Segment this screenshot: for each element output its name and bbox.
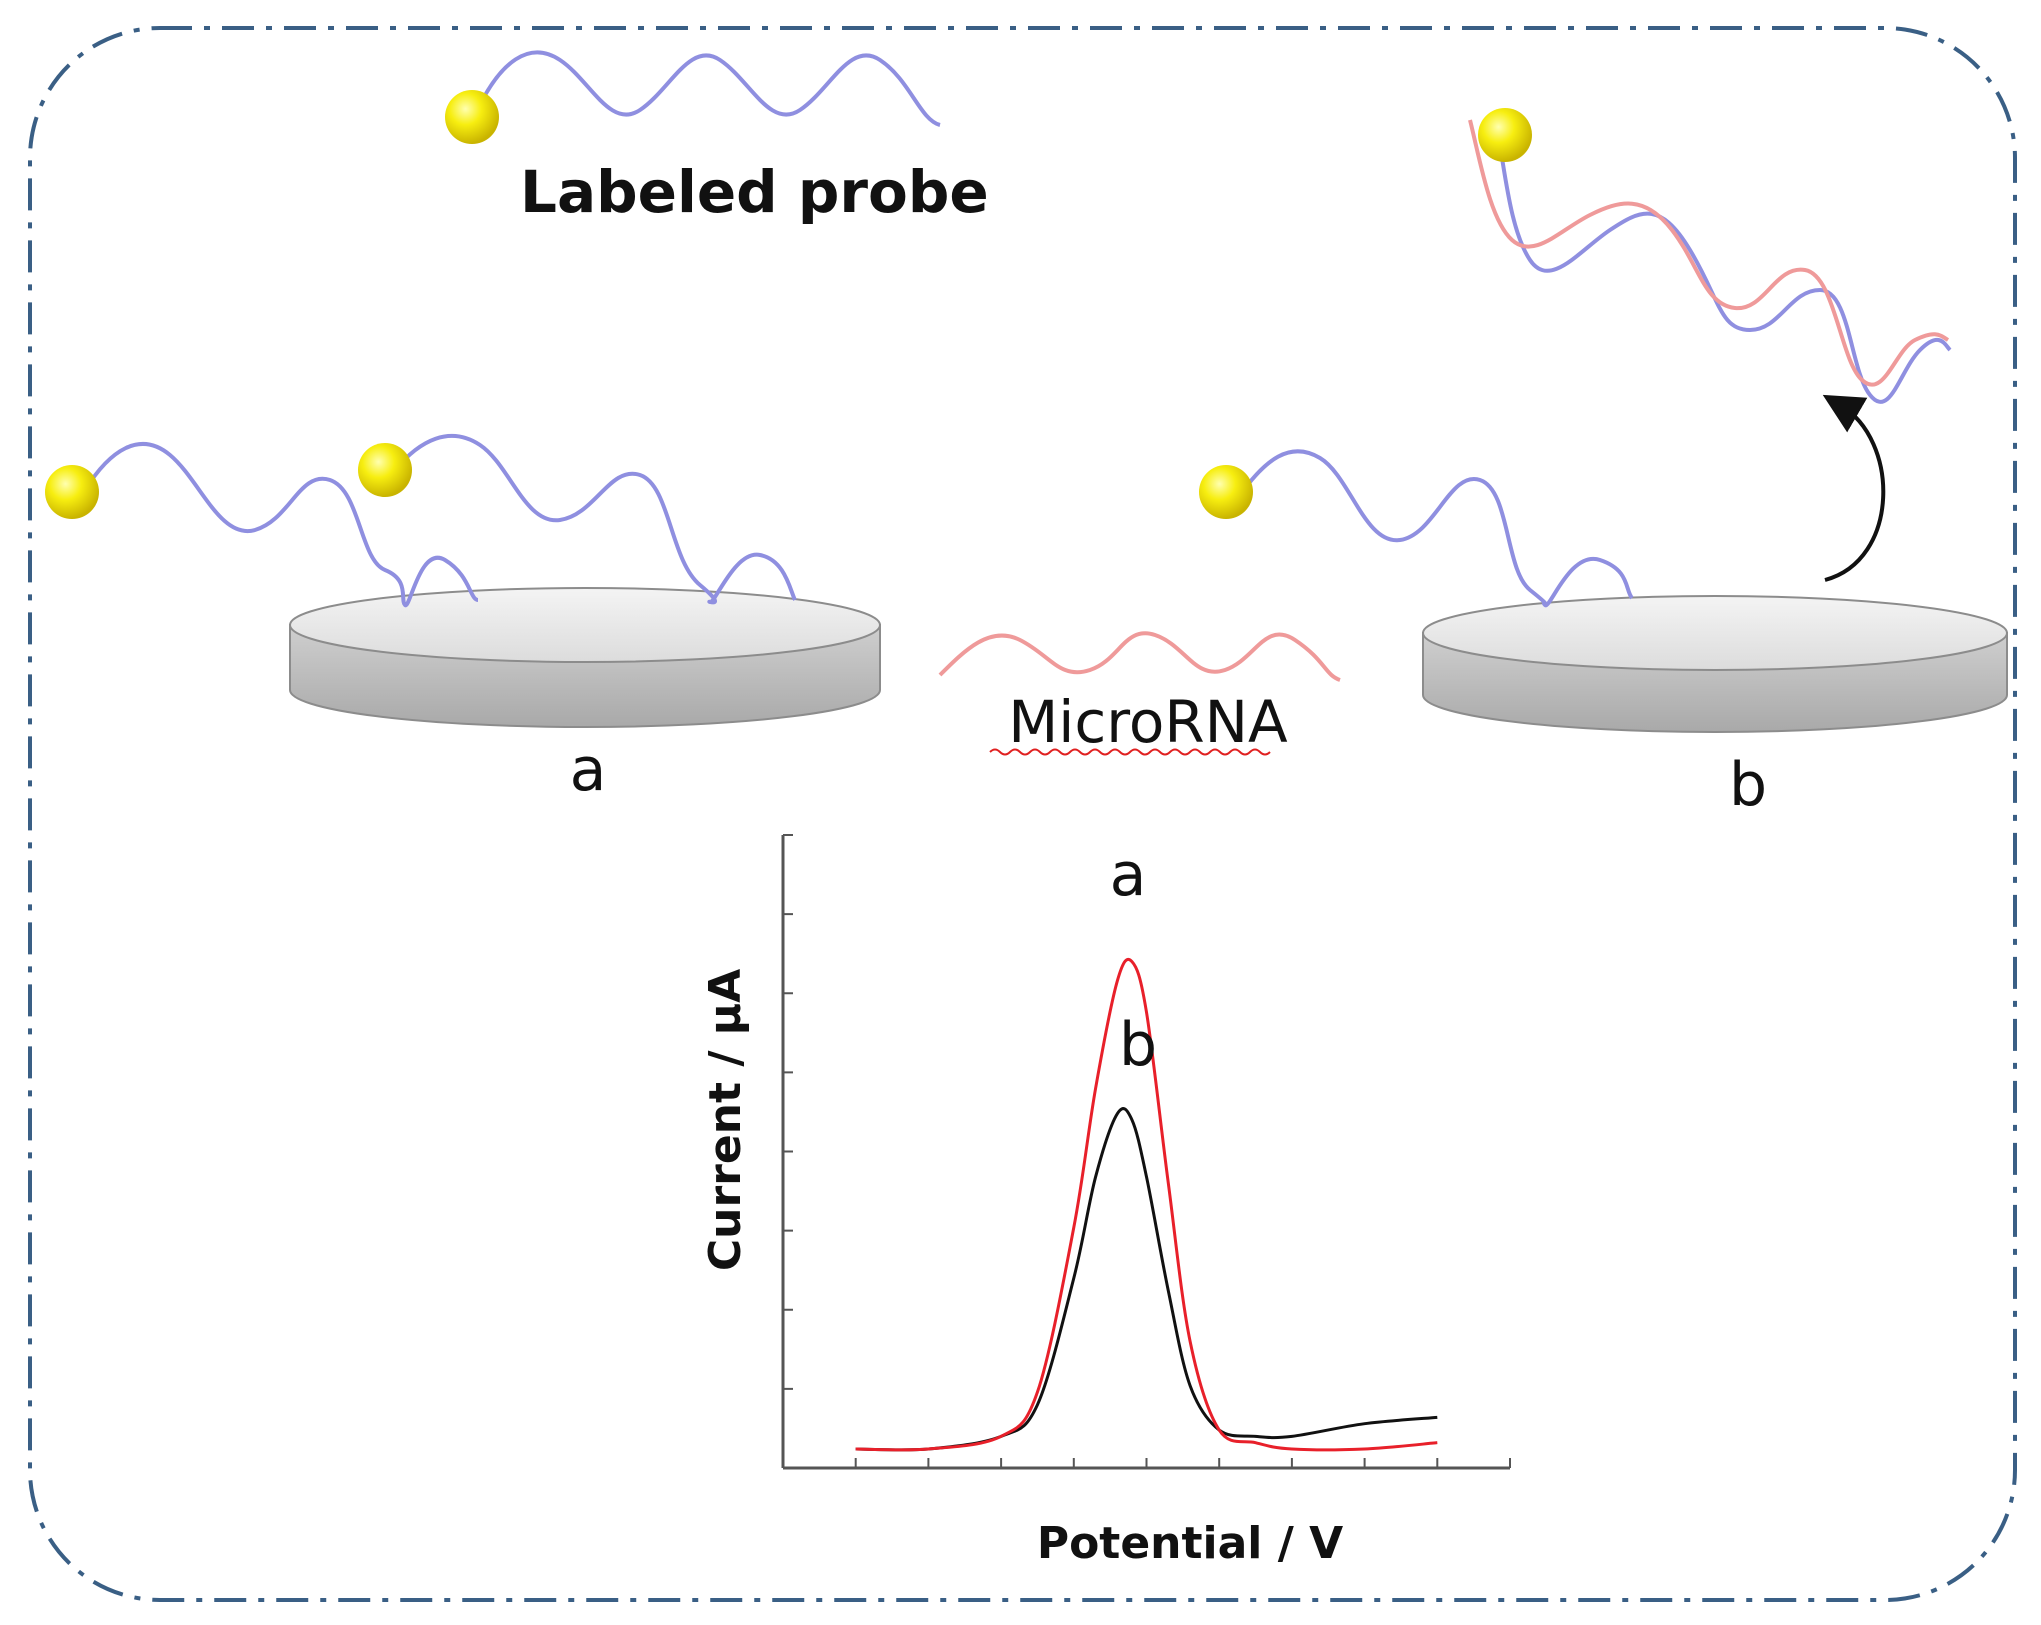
released-duplex (1468, 108, 1952, 404)
electrode-a-label: a (570, 735, 607, 805)
curve-b (855, 1107, 1438, 1452)
microrna-strand (938, 631, 1341, 682)
probe-strand (1496, 134, 1952, 404)
labeled-probe-illustration (445, 50, 941, 144)
voltammogram-chart: a b Potential / V Current / µA (700, 834, 1511, 1569)
microrna-strand (1468, 119, 1950, 387)
hairpin-probe-a2 (358, 434, 797, 605)
label-ball-icon (358, 443, 412, 497)
curve-a (855, 957, 1438, 1452)
dash-dot-frame (28, 26, 2017, 1602)
spellcheck-underline (989, 748, 1271, 756)
peak-a-label: a (1110, 840, 1147, 910)
electrode-b (1422, 595, 2008, 733)
electrode-a (289, 587, 881, 728)
release-arrow-icon (1822, 394, 1886, 582)
microrna-label: MicroRNA (1008, 688, 1288, 756)
probe-strand (473, 50, 941, 127)
peak-b-label: b (1119, 1010, 1157, 1080)
hairpin-probe-b (1199, 449, 1634, 608)
label-ball-icon (1199, 465, 1253, 519)
label-ball-icon (445, 90, 499, 144)
labeled-probe-label: Labeled probe (520, 158, 989, 226)
label-ball-icon (45, 465, 99, 519)
label-ball-icon (1478, 108, 1532, 162)
x-axis-label: Potential / V (1037, 1518, 1343, 1569)
electrode-b-label: b (1729, 750, 1767, 820)
hairpin-probe-a1 (45, 442, 479, 608)
y-axis-label: Current / µA (700, 969, 751, 1271)
